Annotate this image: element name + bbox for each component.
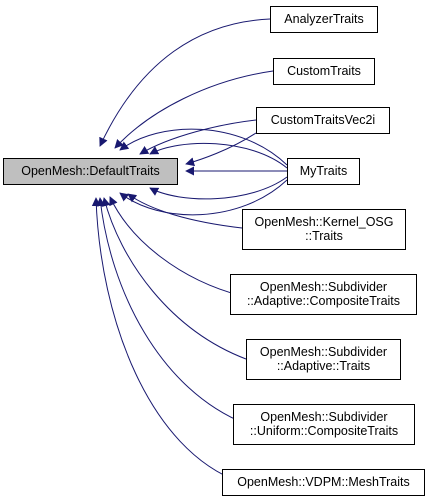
edge-uniform-composite-traits-to-default-traits [96,197,247,425]
edges-group [91,18,288,483]
node-adaptive-composite-traits[interactable]: OpenMesh::Subdivider::Adaptive::Composit… [230,274,417,315]
node-custom-traits[interactable]: CustomTraits [273,58,375,85]
node-label-line: AnalyzerTraits [284,12,363,26]
node-kernel-osg-traits[interactable]: OpenMesh::Kernel_OSG::Traits [242,209,406,250]
node-box [230,274,417,315]
node-adaptive-traits[interactable]: OpenMesh::Subdivider::Adaptive::Traits [246,339,401,380]
edge-adaptive-composite-traits-to-default-traits [109,196,243,297]
node-label-line: OpenMesh::Subdivider [260,280,387,294]
node-box [256,107,390,134]
edge-kernel-osg-traits-to-default-traits-1 [127,193,243,229]
node-label-line: CustomTraits [287,64,361,78]
node-box [242,209,406,250]
node-label-line: ::Traits [305,229,343,243]
node-label-line: OpenMesh::DefaultTraits [21,164,159,178]
node-label-line: ::Adaptive::Traits [277,359,370,373]
node-analyzer-traits[interactable]: AnalyzerTraits [270,6,378,33]
node-label-line: MyTraits [300,164,347,178]
node-label-line: ::Adaptive::CompositeTraits [247,294,400,308]
node-box [246,339,401,380]
edge-analyzer-traits-to-default-traits [99,18,271,147]
node-label-line: CustomTraitsVec2i [271,113,375,127]
root-node-box [3,158,178,185]
node-label-line: OpenMesh::Subdivider [260,345,387,359]
root-node-default-traits[interactable]: OpenMesh::DefaultTraits [3,158,178,185]
edge-vdpm-mesh-traits-to-default-traits [91,197,241,483]
node-label-line: OpenMesh::VDPM::MeshTraits [237,475,410,489]
node-my-traits[interactable]: MyTraits [287,158,360,185]
node-box [287,158,360,185]
edge-kernel-osg-traits-to-default-traits-2 [185,132,257,167]
node-vdpm-mesh-traits[interactable]: OpenMesh::VDPM::MeshTraits [222,469,425,496]
node-label-line: OpenMesh::Subdivider [260,410,387,424]
edge-my-traits-to-default-traits-3 [149,142,288,169]
node-box [273,58,375,85]
edge-my-traits-to-default-traits-5 [119,179,288,216]
node-label-line: ::Uniform::CompositeTraits [250,424,398,438]
edge-custom-traits-to-default-traits [114,70,274,149]
node-box [233,404,415,445]
edge-my-traits-to-default-traits-4 [149,176,288,200]
node-box [270,6,378,33]
node-label-line: OpenMesh::Kernel_OSG [255,215,394,229]
edge-adaptive-traits-to-default-traits [101,197,247,360]
edge-my-traits-to-default-traits-2 [119,128,288,166]
node-box [222,469,425,496]
node-uniform-composite-traits[interactable]: OpenMesh::Subdivider::Uniform::Composite… [233,404,415,445]
node-custom-traits-vec2i[interactable]: CustomTraitsVec2i [256,107,390,134]
